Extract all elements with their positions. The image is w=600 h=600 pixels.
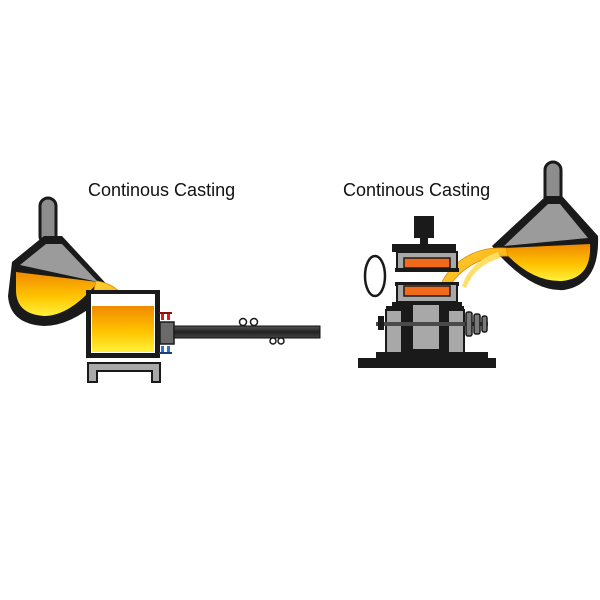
right-left-pillar-cap [386,306,402,310]
right-top-crossbar [392,244,456,252]
right-base-top [376,352,488,358]
left-red-valves [159,312,172,320]
left-ladle-hopper [20,244,98,282]
right-ladle-molten [504,244,591,282]
right-base-platform [358,358,496,368]
left-pipe-upper-rollers [238,317,259,327]
right-right-pillar [447,309,465,355]
right-right-pillar-cap [448,306,464,310]
right-ladle-hopper [504,204,588,246]
left-mold-stand [87,362,161,383]
right-pour-stream-secondary [462,252,500,288]
right-diagram-caption: Continous Casting [343,180,491,200]
right-side-roller-ring [363,254,387,298]
left-blue-valves [159,346,172,354]
left-connector-block [159,321,175,345]
right-shaft-left-stub [378,316,384,330]
left-pipe-lower-rollers [269,337,285,345]
right-top-coupling [420,238,428,244]
left-mold-molten [92,306,154,352]
left-ladle-molten [16,272,98,316]
left-casting-machine [8,196,321,383]
left-diagram-caption: Continous Casting [88,180,236,200]
right-upper-roller-base [395,268,459,272]
right-upper-roller [403,257,451,269]
right-casting-machine [358,160,599,368]
right-left-pillar [385,309,403,355]
right-drive-shaft [376,322,488,326]
right-drive-pulleys [465,311,488,337]
right-gearbox-panel [411,303,441,351]
right-lower-roller [403,285,451,297]
left-casting-pipe [173,325,321,339]
right-top-motor [414,216,434,238]
